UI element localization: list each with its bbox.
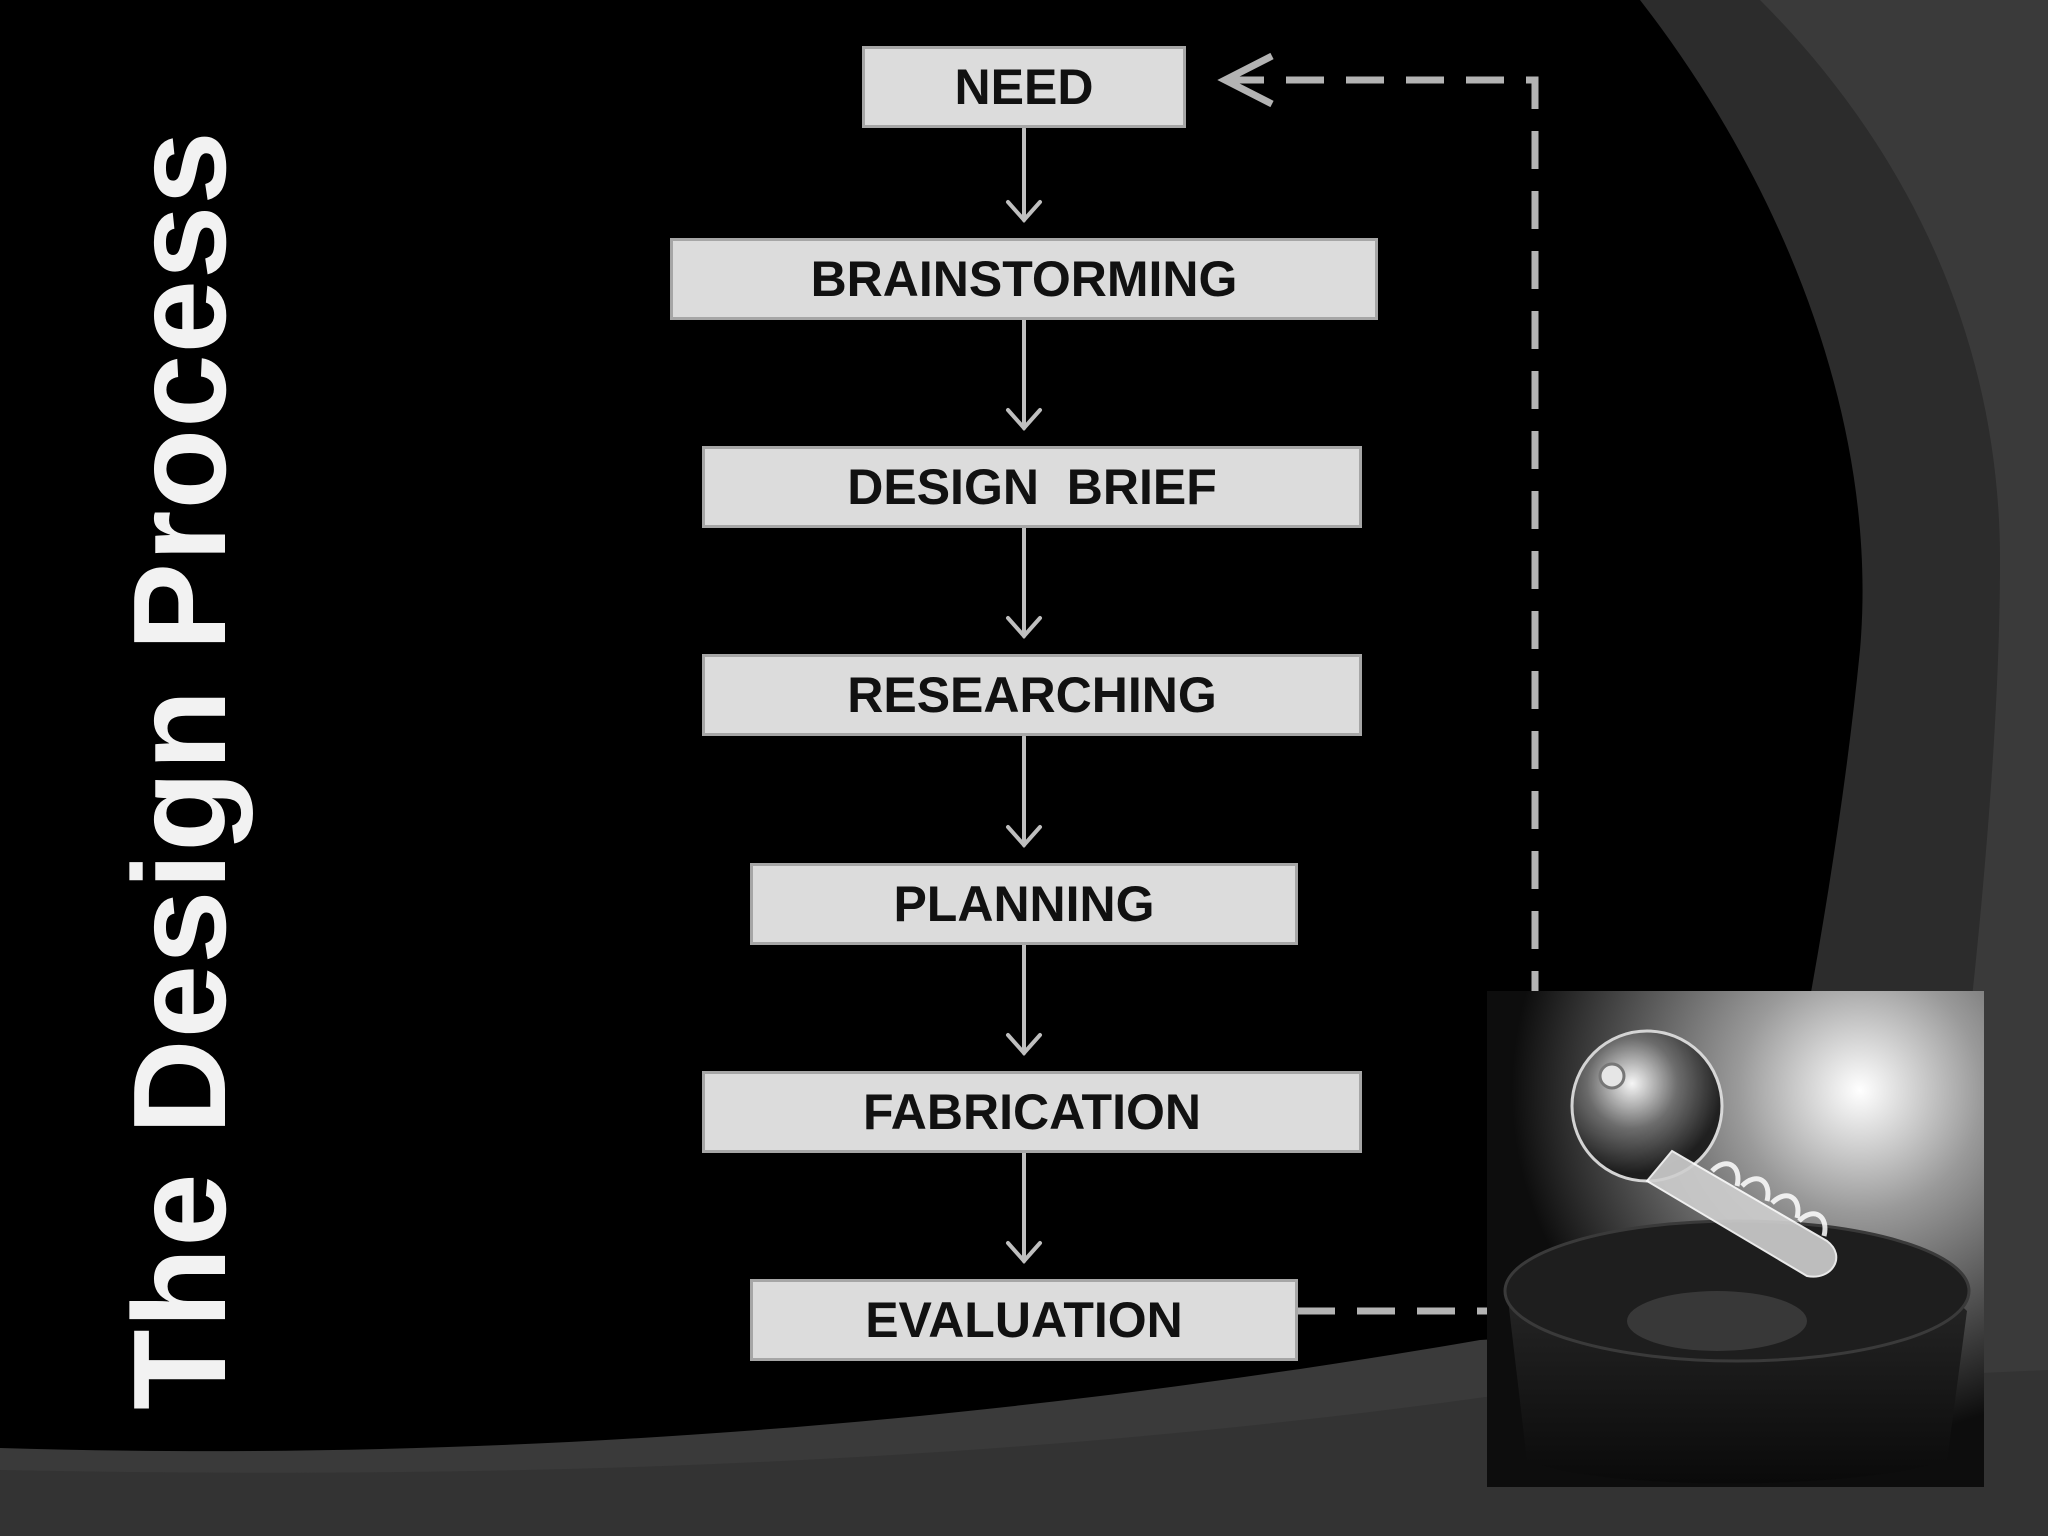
step-planning: PLANNING [750,863,1298,945]
arrow-need-to-brainstorming [1006,127,1042,224]
step-researching: RESEARCHING [702,654,1362,736]
arrow-brainstorming-to-design-brief [1006,318,1042,432]
feedback-loop-dashed [1230,76,1539,1315]
arrow-researching-to-planning [1006,735,1042,849]
feedback-arrowhead [1217,52,1274,108]
step-need: NEED [862,46,1186,128]
arrow-fabrication-to-evaluation [1006,1151,1042,1265]
arrow-design-brief-to-researching [1006,526,1042,640]
glass-lightbulb-icon [1487,991,1984,1487]
arrow-planning-to-fabrication [1006,943,1042,1057]
step-brainstorming: BRAINSTORMING [670,238,1378,320]
step-evaluation: EVALUATION [750,1279,1298,1361]
step-fabrication: FABRICATION [702,1071,1362,1153]
step-design-brief: DESIGN BRIEF [702,446,1362,528]
